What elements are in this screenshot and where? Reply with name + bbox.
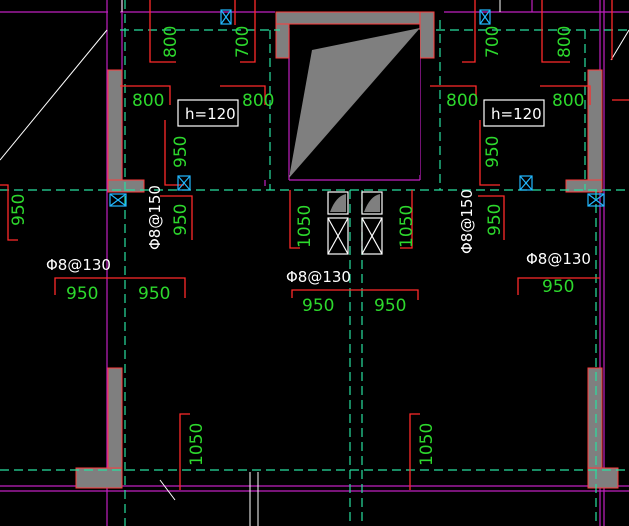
vdim-left-room: 950 bbox=[171, 136, 191, 168]
room-dim-right-a: 800 bbox=[446, 91, 478, 111]
rebar-label-span-left: Φ8@130 bbox=[46, 256, 111, 274]
top-dim-4: 800 bbox=[555, 26, 575, 58]
vdim-right-room: 950 bbox=[483, 136, 503, 168]
column-left-upper bbox=[107, 69, 123, 181]
top-dim-2: 700 bbox=[233, 26, 253, 58]
column-cross-icon-2 bbox=[479, 9, 491, 25]
column-left-upper-base bbox=[107, 179, 145, 193]
wall-top-shaft-right bbox=[419, 11, 435, 59]
column-cross-icon-5 bbox=[109, 193, 127, 207]
column-right-lower-base bbox=[587, 467, 619, 489]
slab-thickness-box-right bbox=[483, 99, 545, 127]
rebar-label-vertical-right: Φ8@150 bbox=[458, 189, 476, 254]
column-left-lower bbox=[107, 367, 123, 471]
slab-thickness-right: h=120 bbox=[491, 105, 542, 123]
vdim-mid-right: 1050 bbox=[397, 205, 417, 248]
duct-x-box-icon bbox=[327, 217, 349, 255]
column-cross-icon-3 bbox=[177, 175, 191, 191]
vdim-bottom-right: 1050 bbox=[417, 423, 437, 466]
top-dim-3: 700 bbox=[483, 26, 503, 58]
walls bbox=[75, 11, 619, 489]
column-cross-icon-6 bbox=[587, 193, 605, 207]
rebar-label-span-mid: Φ8@130 bbox=[286, 268, 351, 286]
span-dim-right-1: 950 bbox=[542, 277, 574, 297]
span-dim-left-1: 950 bbox=[66, 284, 98, 304]
shaft-hatch-fill bbox=[289, 28, 420, 178]
column-cross-icon bbox=[220, 9, 232, 25]
vdim-bottom-left: 1050 bbox=[187, 423, 207, 466]
rebar-label-span-right: Φ8@130 bbox=[526, 250, 591, 268]
span-dim-left-2: 950 bbox=[138, 284, 170, 304]
column-left-lower-base bbox=[75, 467, 123, 489]
column-right-upper-base bbox=[565, 179, 603, 193]
slab-thickness-left: h=120 bbox=[185, 105, 236, 123]
rebar-lines bbox=[0, 0, 629, 490]
vdim-left-edge: 950 bbox=[9, 194, 29, 226]
duct-heads bbox=[327, 191, 383, 215]
column-cross-icon-4 bbox=[519, 175, 533, 191]
vdim-left-lower: 950 bbox=[171, 204, 191, 236]
top-dim-1: 800 bbox=[161, 26, 181, 58]
vdim-right-lower: 950 bbox=[485, 204, 505, 236]
column-markers bbox=[109, 9, 605, 207]
span-dim-mid-2: 950 bbox=[374, 296, 406, 316]
duct-boxes bbox=[327, 217, 383, 255]
duct-x-box-icon-2 bbox=[361, 217, 383, 255]
wall-top-shaft-top bbox=[275, 11, 435, 25]
room-dim-left-b: 800 bbox=[242, 91, 274, 111]
column-right-lower bbox=[587, 367, 603, 471]
slab-thickness-box-left bbox=[177, 99, 239, 127]
room-dim-left-a: 800 bbox=[132, 91, 164, 111]
vdim-mid-left: 1050 bbox=[295, 205, 315, 248]
span-dim-mid-1: 950 bbox=[302, 296, 334, 316]
room-dim-right-b: 800 bbox=[552, 91, 584, 111]
rebar-label-vertical-left: Φ8@150 bbox=[146, 185, 164, 250]
